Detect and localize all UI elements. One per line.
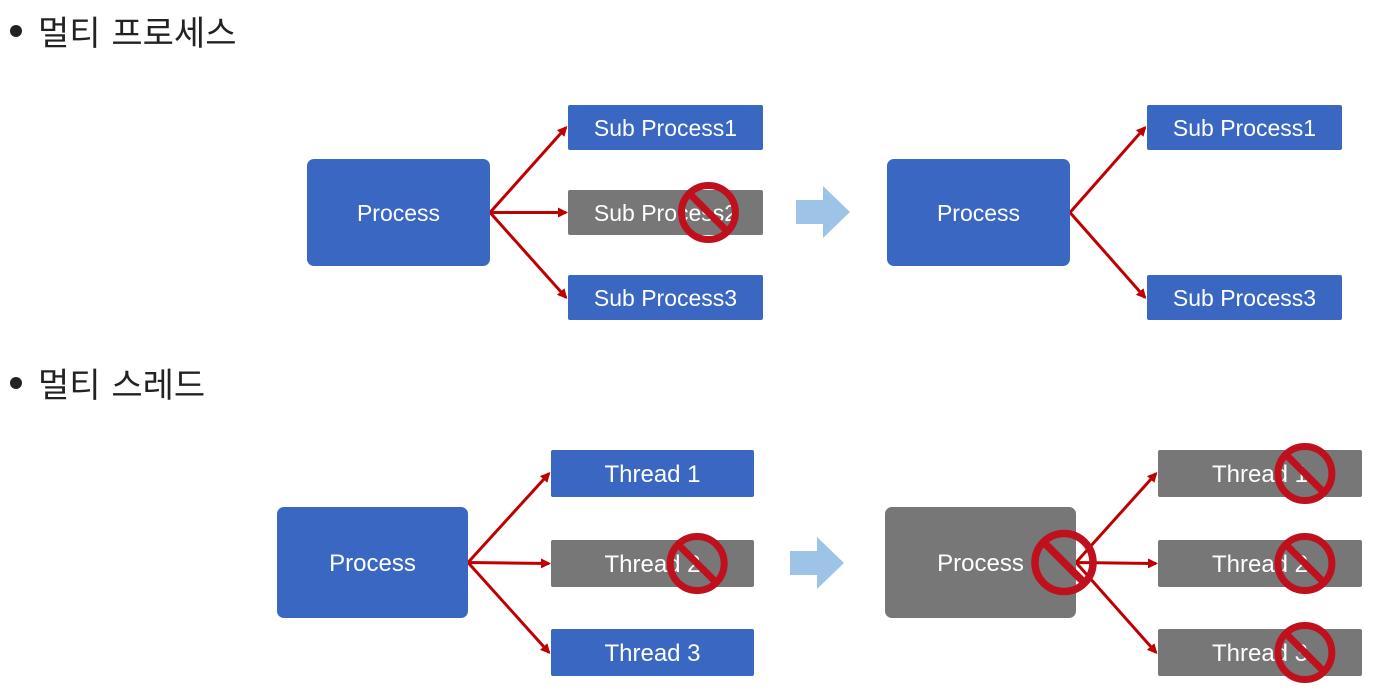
section-1-before-arrow-0 — [466, 472, 551, 564]
section-0-before-child-0: Sub Process1 — [568, 105, 763, 150]
section-1-after-child-2-label: Thread 3 — [1212, 640, 1308, 667]
section-0-before-child-2: Sub Process3 — [568, 275, 763, 320]
section-1-after-process-box: Process — [885, 507, 1076, 618]
section-1-before-process-box-label: Process — [329, 550, 416, 577]
section-0-transition-arrow-icon — [796, 186, 850, 238]
section-1-after-process-box-rect — [885, 507, 1076, 618]
section-1-before-child-0: Thread 1 — [551, 450, 754, 497]
section-1-after-child-0-label: Thread 1 — [1212, 461, 1308, 488]
section-1-after-child-2-rect — [1158, 629, 1362, 676]
bullet-icon — [10, 24, 22, 37]
section-0-before-arrow-0 — [488, 126, 568, 214]
section-0-after-child-0-label: Sub Process1 — [1173, 115, 1316, 141]
heading-multi-thread-text: 멀티 스레드 — [38, 366, 206, 406]
section-1-after-child-2: Thread 3 — [1158, 629, 1362, 676]
section-0-after-child-1: Sub Process3 — [1147, 275, 1342, 320]
section-0-before-process-box: Process — [307, 159, 490, 266]
section-0-before-child-2-label: Sub Process3 — [594, 285, 737, 311]
section-1-after-child-2-prohibit-icon — [1274, 621, 1336, 684]
section-0-before-child-0-label: Sub Process1 — [594, 115, 737, 141]
section-1-before-child-2-rect — [551, 629, 754, 676]
section-1-after-child-1-label: Thread 2 — [1212, 551, 1308, 578]
section-0-before-child-0-rect — [568, 105, 763, 150]
prohibit-slash — [1283, 452, 1327, 495]
section-1-after-process-box-label: Process — [937, 550, 1024, 577]
bullet-icon — [10, 376, 22, 389]
prohibit-ring — [677, 181, 739, 244]
section-0-after-process-box-label: Process — [937, 200, 1020, 226]
section-1-after-child-0-rect — [1158, 450, 1362, 497]
section-1-transition-arrow-icon — [790, 537, 844, 589]
section-1-after-child-0: Thread 1 — [1158, 450, 1362, 497]
section-1-after-child-1-rect — [1158, 540, 1362, 587]
section-0-after-child-0: Sub Process1 — [1147, 105, 1342, 150]
section-0-before-process-box-rect — [307, 159, 490, 266]
heading-multi-process-text: 멀티 프로세스 — [38, 14, 237, 54]
section-0-after-process-box: Process — [887, 159, 1070, 266]
section-0-before-child-1-rect — [568, 190, 763, 235]
section-1-before-arrow-1 — [467, 558, 551, 569]
section-1-after-child-0-prohibit-icon — [1274, 442, 1336, 505]
prohibit-slash — [1283, 631, 1327, 674]
section-1-before-child-0-rect — [551, 450, 754, 497]
section-1-after-child-1: Thread 2 — [1158, 540, 1362, 587]
section-0-after-process-box-rect — [887, 159, 1070, 266]
section-0-after-arrow-0 — [1068, 126, 1147, 214]
section-0-after-child-1-label: Sub Process3 — [1173, 285, 1316, 311]
section-0-before-child-1-prohibit-icon — [677, 181, 739, 244]
section-1-after-child-1-prohibit-icon — [1274, 532, 1336, 595]
prohibit-slash — [687, 191, 730, 234]
heading-multi-thread: 멀티 스레드 — [10, 358, 205, 407]
prohibit-ring — [1274, 532, 1336, 595]
section-0-before-arrow-2 — [488, 211, 568, 299]
section-0-after-child-1-rect — [1147, 275, 1342, 320]
section-1-before-arrow-2 — [466, 561, 551, 654]
prohibit-slash — [1041, 539, 1087, 586]
section-1-before-child-2: Thread 3 — [551, 629, 754, 676]
section-1-after-arrow-1 — [1075, 558, 1158, 569]
prohibit-ring — [1274, 621, 1336, 684]
section-1-before-child-1: Thread 2 — [551, 540, 754, 587]
section-0-after-arrow-1 — [1068, 211, 1147, 299]
prohibit-ring — [666, 532, 728, 595]
section-1-before-process-box-rect — [277, 507, 468, 618]
section-0-before-process-box-label: Process — [357, 200, 440, 226]
section-0-after-child-0-rect — [1147, 105, 1342, 150]
section-1-before-process-box: Process — [277, 507, 468, 618]
prohibit-ring — [1031, 529, 1097, 596]
prohibit-ring — [1274, 442, 1336, 505]
prohibit-slash — [1283, 542, 1327, 585]
section-0-before-child-2-rect — [568, 275, 763, 320]
prohibit-slash — [675, 542, 719, 585]
section-1-before-child-0-label: Thread 1 — [604, 461, 700, 488]
section-1-before-child-2-label: Thread 3 — [604, 640, 700, 667]
section-1-after-process-prohibit-icon — [1031, 529, 1097, 596]
heading-multi-process: 멀티 프로세스 — [10, 6, 237, 55]
section-1-before-child-1-rect — [551, 540, 754, 587]
section-1-before-child-1-prohibit-icon — [666, 532, 728, 595]
